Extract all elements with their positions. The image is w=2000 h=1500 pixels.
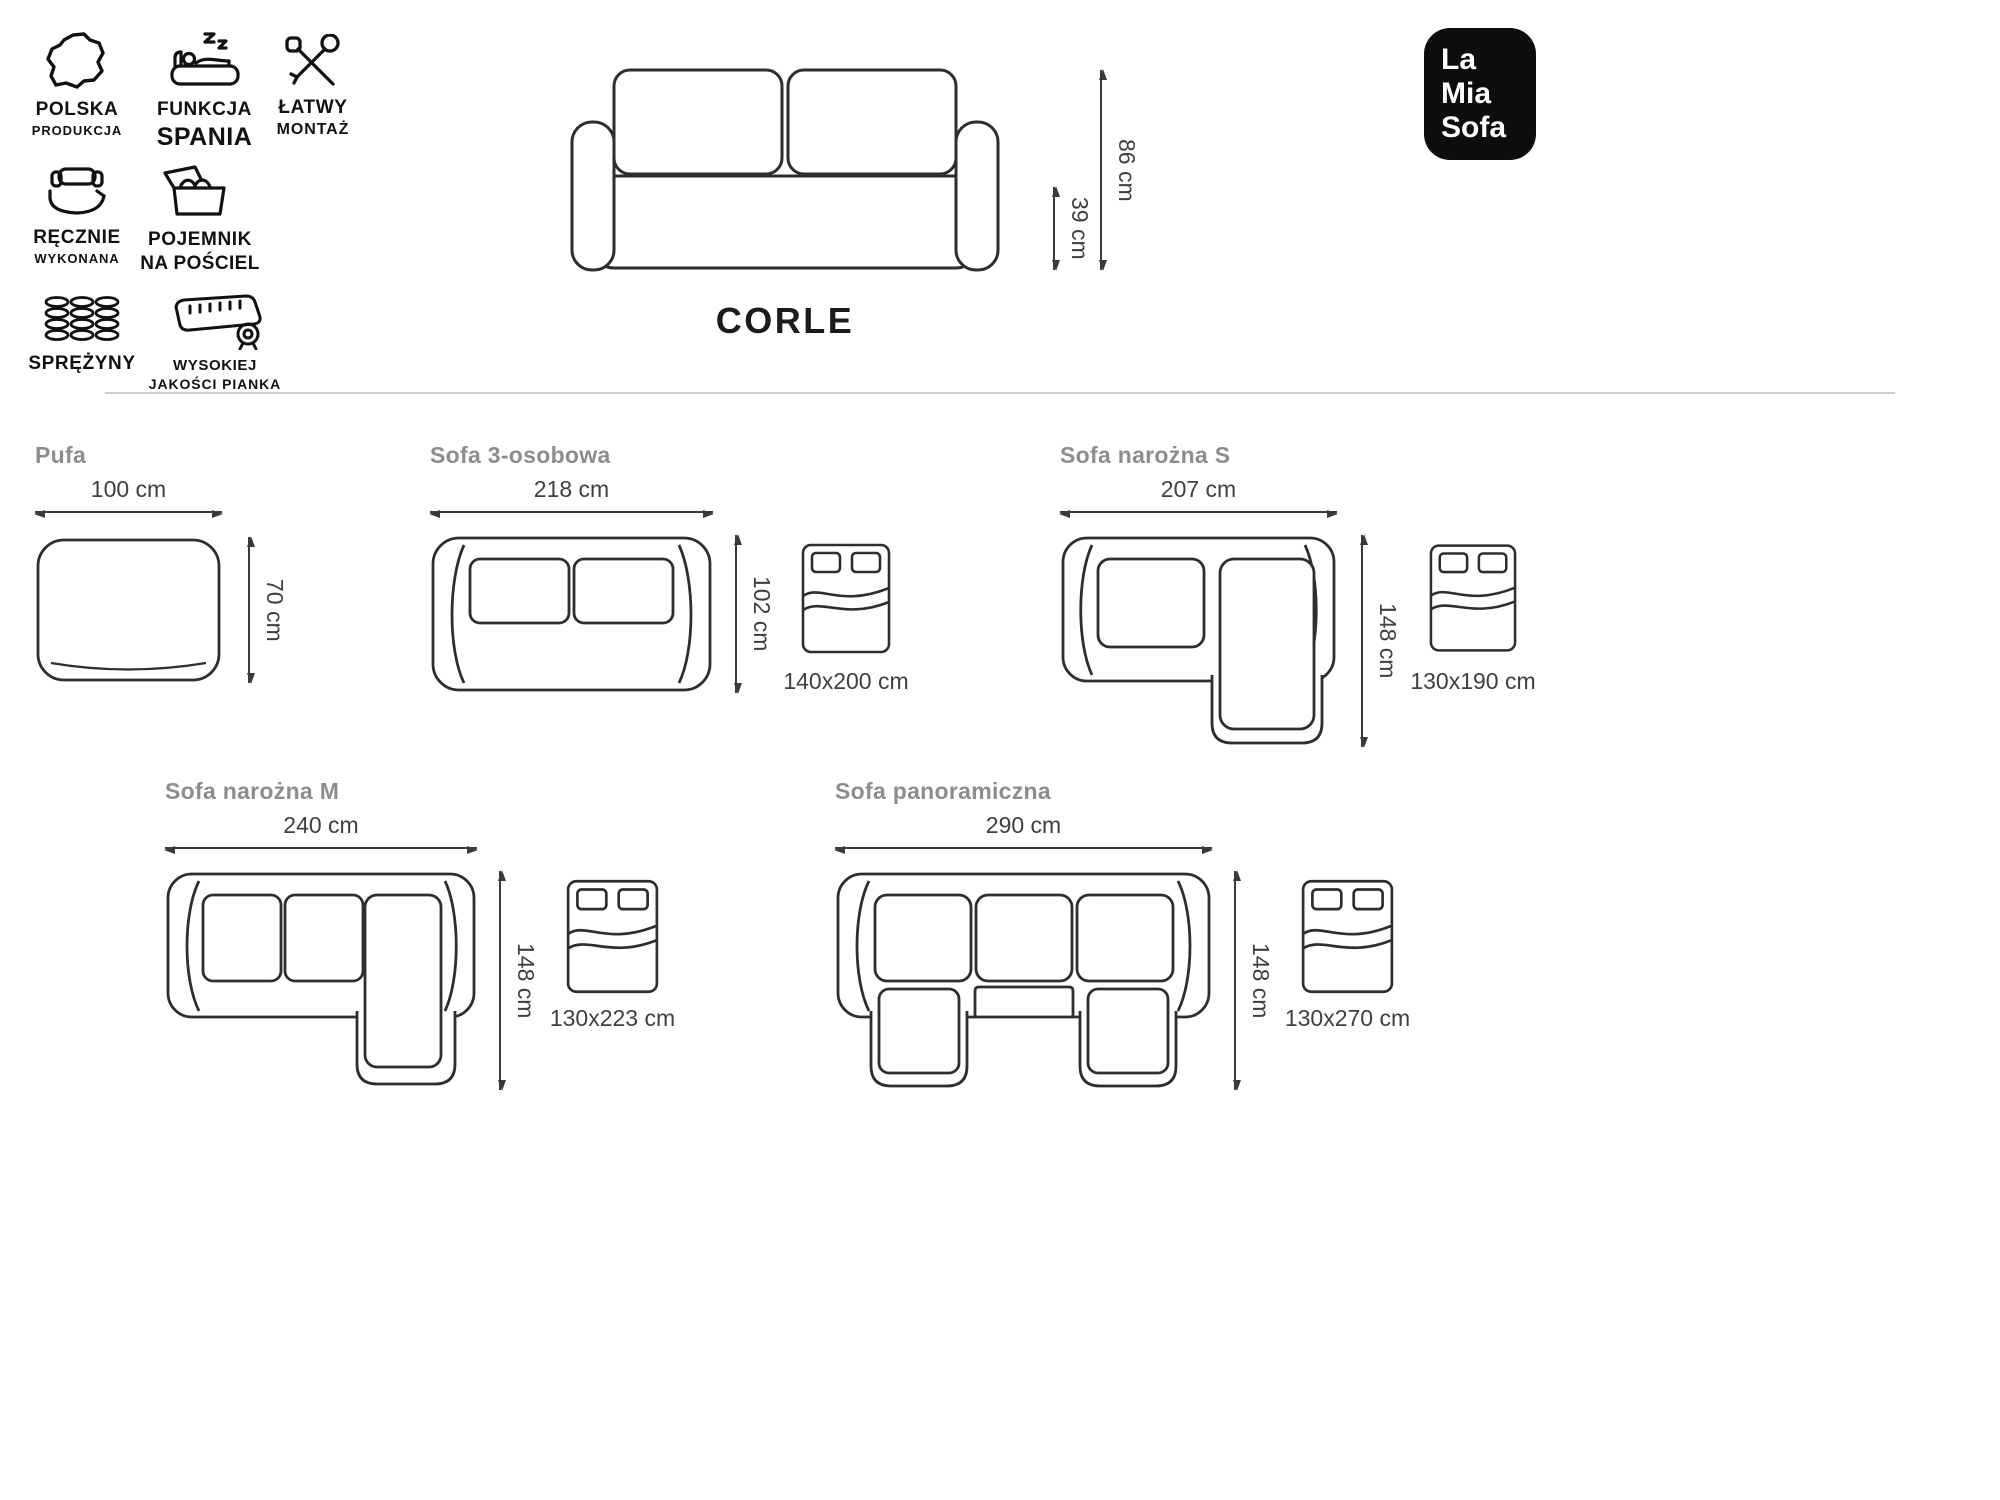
total-height-arrow — [1099, 69, 1107, 271]
panoramiczna-bed-size-label: 130x270 cm — [1284, 1005, 1411, 1031]
narozna-m-bed-icon — [566, 879, 659, 994]
narozna-m-depth-arrow — [498, 870, 506, 1091]
brand-logo: La Mia Sofa — [1424, 28, 1536, 160]
sofa3-bed-size-label: 140x200 cm — [783, 668, 909, 694]
feature-funkcja-spania: FUNKCJA SPANIA — [142, 28, 267, 152]
feature-label-line1: SPRĘŻYNY — [28, 353, 136, 374]
pufa-width-label: 100 cm — [90, 476, 167, 502]
feature-polska-produkcja: POLSKA PRODUKCJA — [12, 30, 142, 138]
feature-sprezyny: SPRĘŻYNY — [22, 294, 142, 375]
feature-wysokiej-jakosci-pianka: WYSOKIEJ JAKOŚCI PIANKA — [140, 292, 290, 392]
brand-logo-line2: Mia — [1441, 77, 1492, 111]
sofa3-top-view — [431, 536, 712, 692]
sofa3-width-arrow — [429, 510, 714, 518]
feature-label-line1: POJEMNIK — [147, 229, 253, 250]
panoramiczna-width-arrow — [834, 846, 1213, 854]
feature-label-line1: FUNKCJA — [157, 99, 252, 120]
feature-pojemnik-na-posciel: POJEMNIK NA POŚCIEL — [135, 160, 265, 275]
feature-label-line1: WYSOKIEJ — [173, 357, 257, 374]
poland-map-icon — [46, 32, 105, 89]
narozna-m-top-view — [166, 872, 476, 1086]
sofa3-depth-arrow — [734, 534, 742, 694]
pufa-depth-label: 70 cm — [262, 578, 288, 642]
feature-label-line2: JAKOŚCI PIANKA — [148, 376, 282, 392]
feature-label-line2: WYKONANA — [34, 251, 120, 266]
pufa-top-view — [36, 538, 221, 682]
narozna-s-bed-size-label: 130x190 cm — [1410, 668, 1536, 694]
narozna-s-bed-icon — [1429, 544, 1517, 652]
narozna-s-width-label: 207 cm — [1160, 476, 1237, 502]
pufa-depth-arrow — [247, 536, 255, 684]
brand-logo-line3: Sofa — [1441, 111, 1507, 145]
seat-height-arrow — [1052, 186, 1060, 271]
feature-label-line1: RĘCZNIE — [33, 227, 121, 248]
panoramiczna-depth-label: 148 cm — [1248, 942, 1274, 1019]
section-divider — [105, 392, 1895, 394]
feature-recznie-wykonana: RĘCZNIE WYKONANA — [12, 162, 142, 266]
narozna-m-width-label: 240 cm — [283, 812, 359, 838]
foam-icon — [174, 294, 262, 350]
model-name: CORLE — [715, 300, 855, 341]
narozna-m-bed-size-label: 130x223 cm — [549, 1005, 676, 1031]
feature-label-line1: POLSKA — [35, 99, 119, 120]
sofa3-bed-icon — [801, 543, 891, 654]
feature-label-line2: MONTAŻ — [276, 121, 350, 138]
pufa-width-arrow — [34, 510, 223, 518]
sofa-front-view — [570, 68, 1000, 272]
feature-label-line2: SPANIA — [156, 123, 253, 151]
springs-icon — [44, 296, 120, 341]
narozna-s-width-arrow — [1059, 510, 1338, 518]
easy-assembly-icon — [285, 34, 340, 86]
sofa3-depth-label: 102 cm — [749, 576, 775, 652]
variant-name-sofa-narozna-m: Sofa narożna M — [165, 778, 340, 804]
handmade-icon — [48, 167, 106, 215]
sofa3-width-label: 218 cm — [533, 476, 610, 502]
seat-height-label: 39 cm — [1067, 197, 1093, 260]
narozna-s-depth-label: 148 cm — [1375, 603, 1401, 679]
narozna-s-depth-arrow — [1360, 534, 1368, 748]
panoramiczna-top-view — [836, 872, 1211, 1088]
total-height-label: 86 cm — [1114, 138, 1140, 202]
panoramiczna-depth-arrow — [1233, 870, 1241, 1091]
variant-name-pufa: Pufa — [35, 442, 87, 468]
narozna-m-depth-label: 148 cm — [513, 942, 539, 1019]
feature-label-line2: PRODUKCJA — [31, 123, 123, 138]
sleep-function-icon — [169, 32, 240, 86]
feature-latwy-montaz: ŁATWY MONTAŻ — [263, 34, 363, 139]
variant-name-sofa-panoramiczna: Sofa panoramiczna — [835, 778, 1051, 804]
variant-name-sofa-3-osobowa: Sofa 3-osobowa — [430, 442, 611, 468]
feature-label-line1: ŁATWY — [278, 97, 348, 118]
brand-logo-line1: La — [1441, 43, 1477, 76]
panoramiczna-bed-icon — [1301, 879, 1394, 994]
panoramiczna-width-label: 290 cm — [985, 812, 1062, 838]
narozna-s-top-view — [1061, 536, 1336, 745]
narozna-m-width-arrow — [164, 846, 478, 854]
bedding-storage-icon — [163, 165, 226, 216]
feature-label-line2: NA POŚCIEL — [140, 253, 260, 274]
variant-name-sofa-narozna-s: Sofa narożna S — [1060, 442, 1231, 468]
